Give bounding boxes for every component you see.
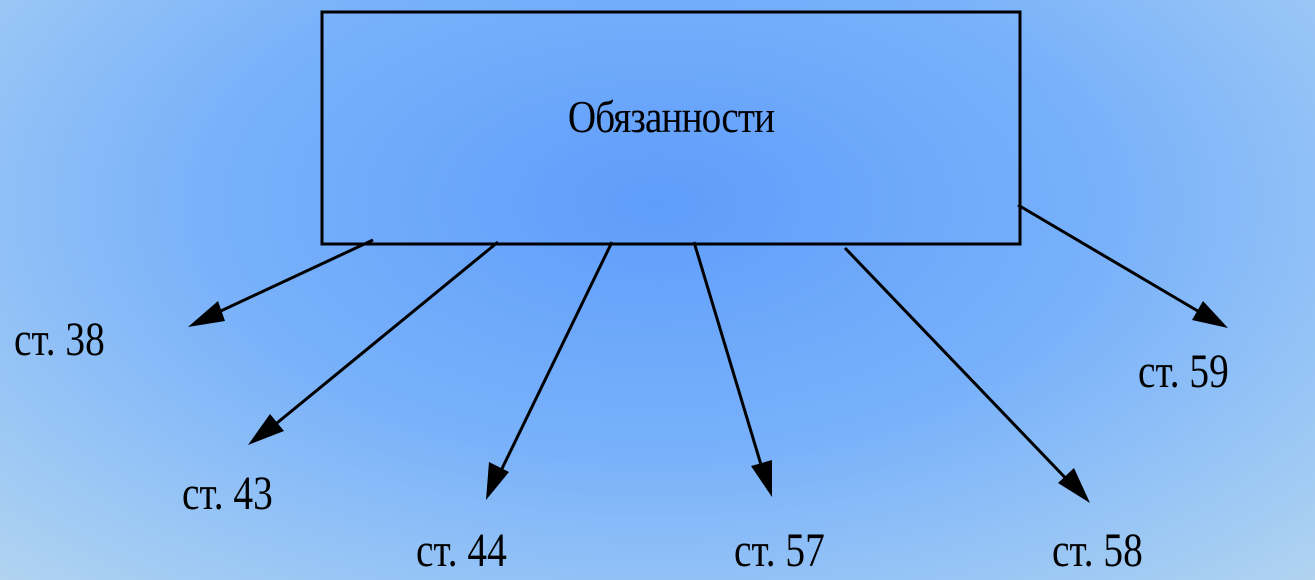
arrow-to-st-38	[188, 238, 374, 327]
article-label-57: ст. 57	[734, 524, 825, 577]
article-label-59: ст. 59	[1138, 345, 1229, 398]
article-label-58: ст. 58	[1052, 524, 1143, 577]
central-node-label: Обязанности	[567, 91, 775, 142]
article-label-38: ст. 38	[14, 313, 105, 366]
arrow-to-st-57	[692, 241, 772, 497]
central-node-box	[320, 10, 1022, 246]
arrow-to-st-59	[1017, 203, 1228, 328]
arrow-to-st-43	[248, 240, 499, 445]
article-label-43: ст. 43	[182, 467, 273, 520]
article-label-44: ст. 44	[416, 524, 507, 577]
arrow-to-st-58	[843, 246, 1090, 503]
arrow-to-st-44	[486, 241, 614, 500]
